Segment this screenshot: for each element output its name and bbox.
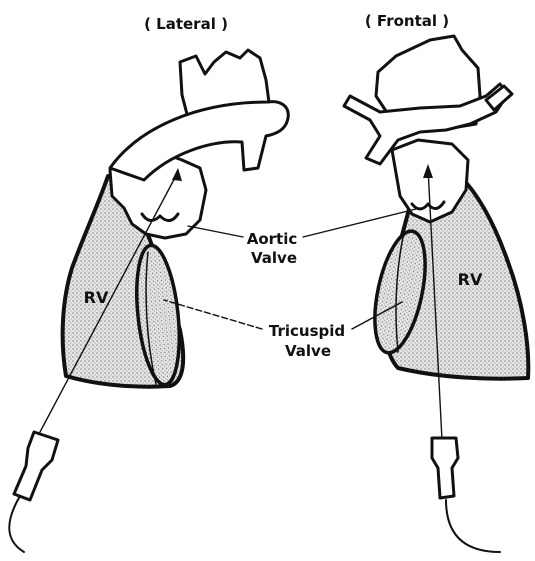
aortic-leader-left [188,226,243,237]
frontal-rv-label: RV [458,270,483,289]
frontal-vessel-branch [486,86,512,110]
frontal-view: RV [344,36,528,552]
tricuspid-label-line1: Tricuspid [269,322,345,340]
lateral-injector [9,432,58,552]
tricuspid-label-line2: Valve [285,342,331,360]
frontal-injector [432,438,500,552]
lateral-view: RV [9,50,288,552]
aortic-label-line1: Aortic [247,230,298,248]
lateral-view-title: ( Lateral ) [144,15,228,33]
frontal-view-title: ( Frontal ) [365,12,449,30]
lateral-rv-label: RV [84,288,109,307]
aortic-label-line2: Valve [251,249,297,267]
